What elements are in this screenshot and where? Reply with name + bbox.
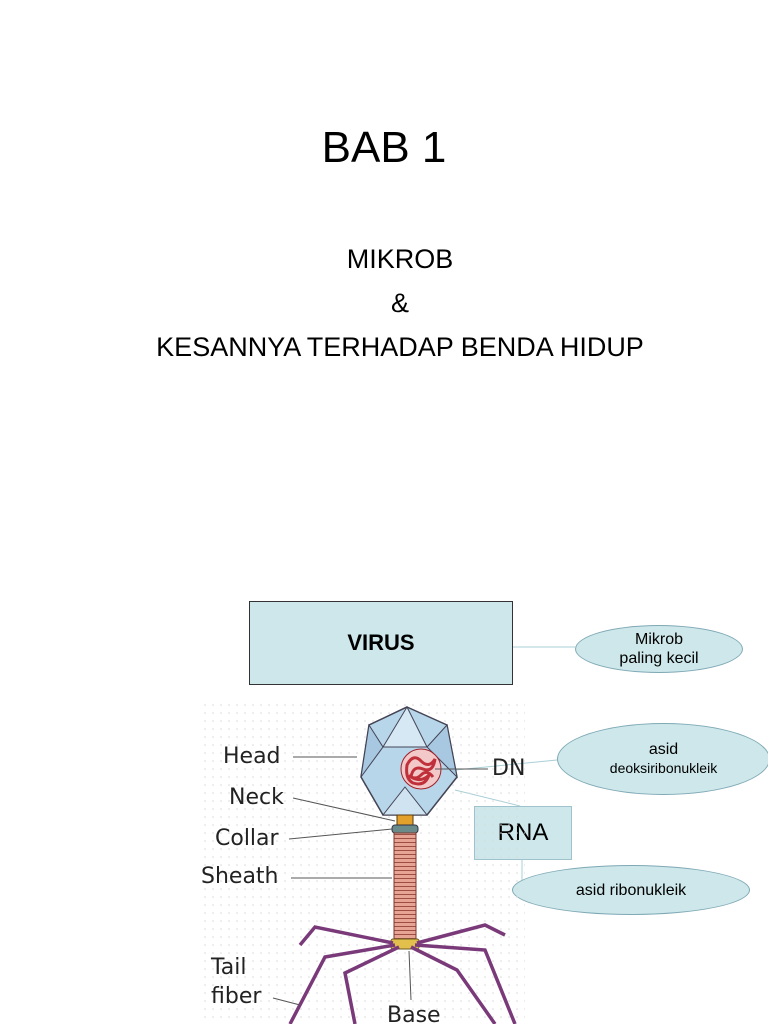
virus-box: VIRUS <box>249 601 513 685</box>
label-base: Base <box>387 1003 441 1024</box>
label-tail: Tail <box>210 955 247 980</box>
subtitle-line-1: MIKROB <box>346 244 454 274</box>
label-dna: DNA <box>492 756 525 781</box>
label-head: Head <box>223 744 281 769</box>
leader-tail-fiber <box>272 997 301 1006</box>
oval-rna: asid ribonukleik <box>512 865 750 915</box>
bacteriophage-diagram: Head Neck Collar Sheath Tail fiber DNA B… <box>201 700 525 1024</box>
oval-dna-line1: asid <box>648 741 679 758</box>
dna-coil <box>400 748 442 790</box>
label-fiber: fiber <box>211 984 262 1009</box>
tail-sheath <box>393 832 417 940</box>
virus-label: VIRUS <box>347 630 415 655</box>
collar <box>391 824 419 834</box>
label-neck: Neck <box>229 785 284 810</box>
neck-collar <box>396 814 414 826</box>
oval-rna-label: asid ribonukleik <box>575 881 687 899</box>
tail-fibers <box>288 923 517 1024</box>
oval-mikrob-line2: paling kecil <box>619 650 699 667</box>
leader-collar <box>288 828 393 840</box>
label-sheath: Sheath <box>201 864 279 889</box>
subtitle-line-2: & <box>390 288 409 318</box>
leader-neck <box>292 797 396 822</box>
label-collar: Collar <box>215 826 280 851</box>
slide-title: BAB 1 <box>321 123 447 172</box>
oval-mikrob-line1: Mikrob <box>634 631 683 648</box>
oval-dna-line2: deoksiribonukleik <box>609 760 718 776</box>
oval-mikrob: Mikrob paling kecil <box>575 625 743 673</box>
leader-base <box>408 950 412 1001</box>
subtitle-line-3: KESANNYA TERHADAP BENDA HIDUP <box>156 332 644 362</box>
oval-dna: asid deoksiribonukleik <box>557 723 768 795</box>
